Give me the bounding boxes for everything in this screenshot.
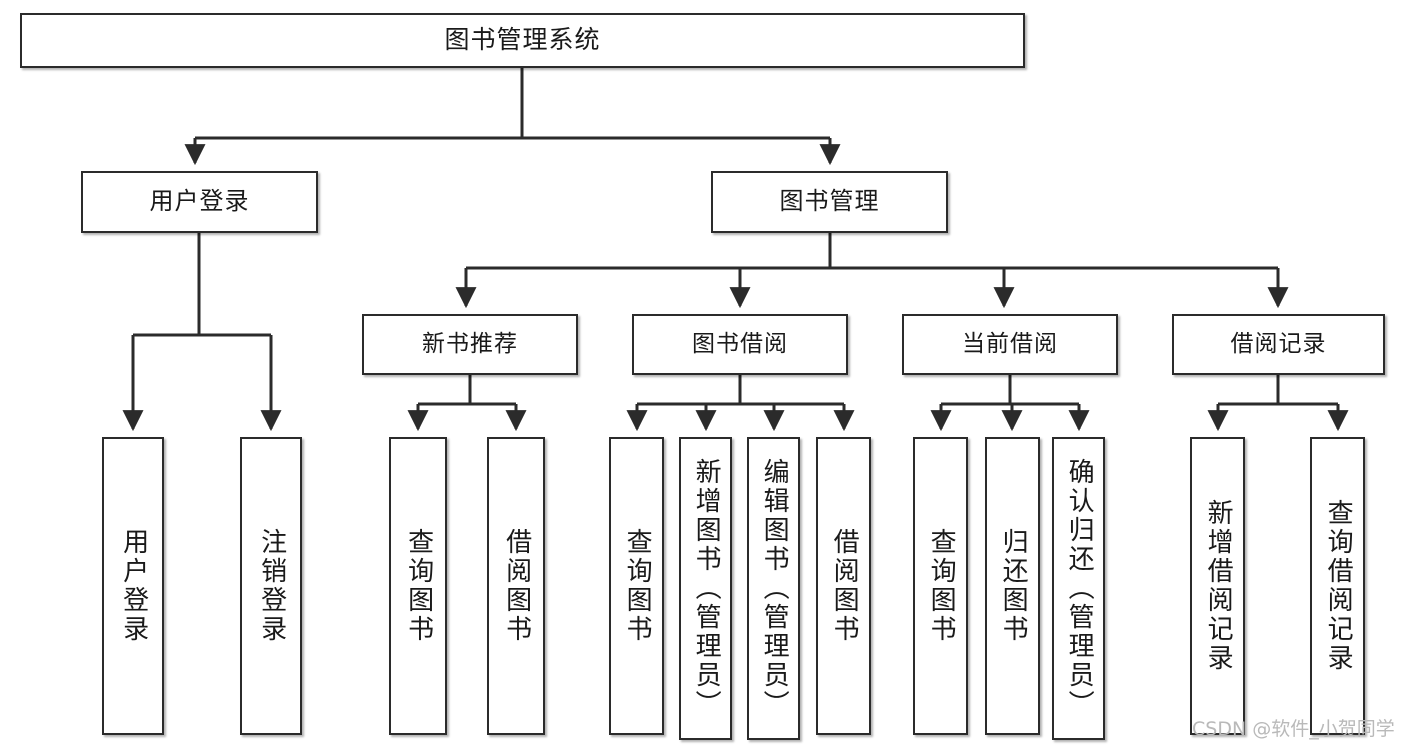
node-book-manage-label: 图书管理 bbox=[779, 187, 880, 216]
node-leaf-confirm-return[interactable]: 确认归还（管理员） bbox=[1052, 437, 1105, 740]
node-borrow-record-label: 借阅记录 bbox=[1230, 331, 1327, 358]
node-leaf-add-book-label: 新增图书（管理员） bbox=[691, 458, 722, 719]
node-root[interactable]: 图书管理系统 bbox=[20, 13, 1025, 68]
node-leaf-query-book-2[interactable]: 查询图书 bbox=[609, 437, 664, 735]
node-leaf-edit-book[interactable]: 编辑图书（管理员） bbox=[747, 437, 800, 740]
node-leaf-query-record[interactable]: 查询借阅记录 bbox=[1310, 437, 1365, 735]
node-leaf-borrow-book-2[interactable]: 借阅图书 bbox=[816, 437, 871, 735]
node-leaf-edit-book-label: 编辑图书（管理员） bbox=[759, 458, 790, 719]
node-leaf-query-book-2-label: 查询图书 bbox=[622, 528, 653, 644]
node-book-borrow-label: 图书借阅 bbox=[692, 331, 788, 358]
csdn-watermark: CSDN @软件_小贺同学 bbox=[1192, 718, 1395, 740]
node-current-borrow[interactable]: 当前借阅 bbox=[902, 314, 1118, 375]
node-book-borrow[interactable]: 图书借阅 bbox=[632, 314, 848, 375]
node-leaf-borrow-book-1[interactable]: 借阅图书 bbox=[487, 437, 545, 735]
node-leaf-user-login[interactable]: 用户登录 bbox=[102, 437, 164, 735]
node-leaf-return-book[interactable]: 归还图书 bbox=[985, 437, 1040, 735]
node-root-label: 图书管理系统 bbox=[444, 25, 601, 55]
node-new-book-rec[interactable]: 新书推荐 bbox=[362, 314, 578, 375]
node-leaf-query-book-3[interactable]: 查询图书 bbox=[913, 437, 968, 735]
node-current-borrow-label: 当前借阅 bbox=[962, 331, 1058, 358]
node-leaf-query-book-1[interactable]: 查询图书 bbox=[389, 437, 447, 735]
node-new-book-rec-label: 新书推荐 bbox=[422, 331, 518, 358]
node-leaf-query-book-3-label: 查询图书 bbox=[926, 528, 957, 644]
node-leaf-add-record[interactable]: 新增借阅记录 bbox=[1190, 437, 1245, 735]
node-user-login[interactable]: 用户登录 bbox=[81, 171, 318, 233]
node-leaf-borrow-book-1-label: 借阅图书 bbox=[501, 528, 532, 644]
node-leaf-confirm-return-label: 确认归还（管理员） bbox=[1064, 458, 1095, 719]
node-leaf-add-book[interactable]: 新增图书（管理员） bbox=[679, 437, 732, 740]
node-leaf-user-logout-label: 注销登录 bbox=[256, 528, 287, 644]
node-leaf-user-logout[interactable]: 注销登录 bbox=[240, 437, 302, 735]
node-book-manage[interactable]: 图书管理 bbox=[711, 171, 948, 233]
node-leaf-add-record-label: 新增借阅记录 bbox=[1203, 499, 1234, 673]
node-user-login-label: 用户登录 bbox=[149, 187, 250, 216]
node-leaf-borrow-book-2-label: 借阅图书 bbox=[829, 528, 860, 644]
node-leaf-query-record-label: 查询借阅记录 bbox=[1323, 499, 1354, 673]
node-leaf-user-login-label: 用户登录 bbox=[118, 528, 149, 644]
node-borrow-record[interactable]: 借阅记录 bbox=[1172, 314, 1385, 375]
node-leaf-query-book-1-label: 查询图书 bbox=[403, 528, 434, 644]
node-leaf-return-book-label: 归还图书 bbox=[998, 528, 1029, 644]
